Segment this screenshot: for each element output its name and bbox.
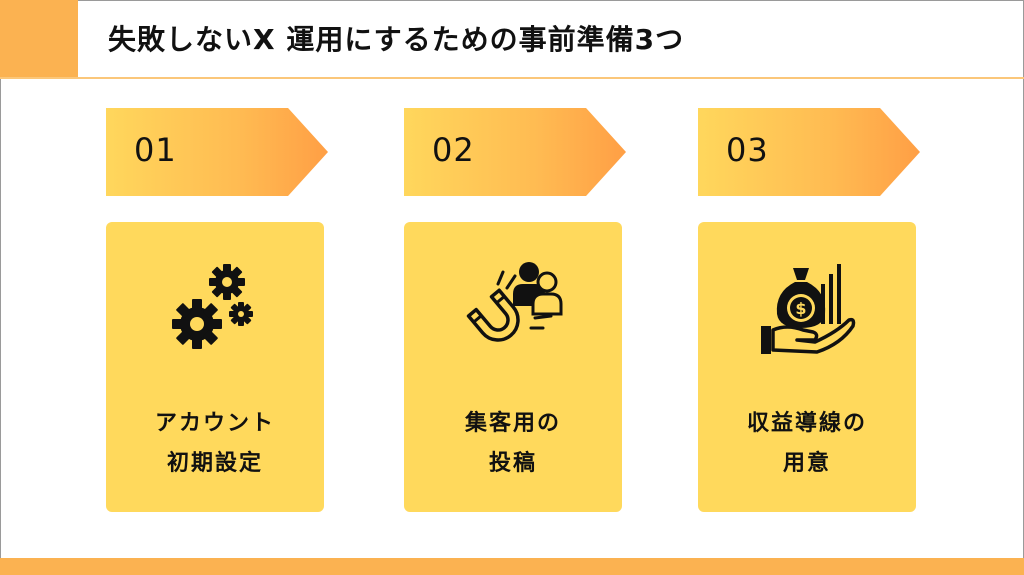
svg-text:$: $ [795, 299, 806, 318]
step-arrow-2: 02 [404, 108, 626, 196]
step-label-line1: 集客用の [464, 411, 561, 436]
magnet-people-icon [463, 258, 563, 358]
gears-icon [165, 258, 265, 358]
step-arrow-1: 01 [106, 108, 328, 196]
step-label: 収益導線の 用意 [698, 404, 916, 484]
step-number: 01 [134, 131, 177, 169]
bottom-accent-bar [0, 558, 1024, 575]
step-label-line2: 投稿 [488, 451, 537, 476]
step-label-line1: アカウント [154, 411, 275, 436]
step-card-3: $ 収益導線の 用意 [698, 222, 916, 512]
slide-title: 失敗しないX 運用にするための事前準備3つ [108, 23, 685, 56]
step-number: 03 [726, 131, 769, 169]
corner-accent [0, 0, 78, 78]
step-label: 集客用の 投稿 [404, 404, 622, 484]
step-label: アカウント 初期設定 [106, 404, 324, 484]
step-label-line1: 収益導線の [746, 411, 867, 436]
money-bag-hand-icon: $ [757, 258, 857, 358]
step-label-line2: 用意 [782, 451, 831, 476]
step-card-2: 集客用の 投稿 [404, 222, 622, 512]
step-number: 02 [432, 131, 475, 169]
header-divider [0, 77, 1024, 79]
step-card-1: アカウント 初期設定 [106, 222, 324, 512]
step-arrow-3: 03 [698, 108, 920, 196]
step-label-line2: 初期設定 [166, 451, 263, 476]
